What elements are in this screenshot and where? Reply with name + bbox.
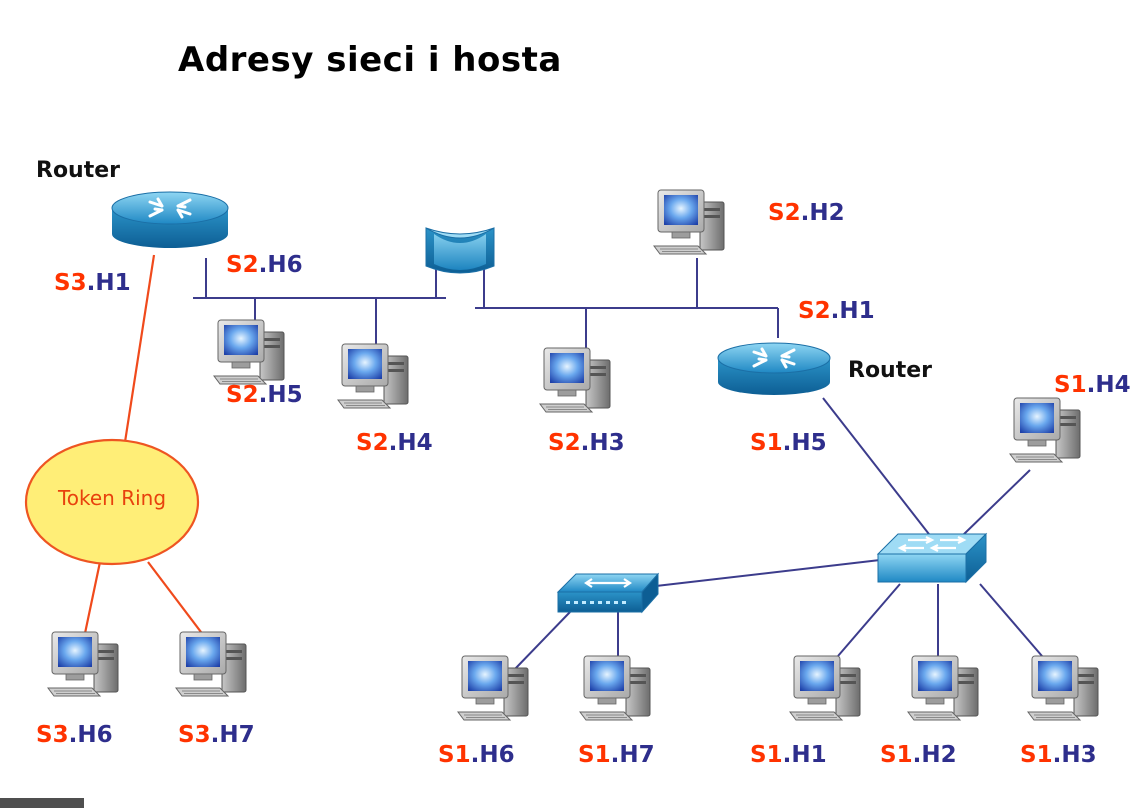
computer-icon xyxy=(579,655,651,721)
computer-icon xyxy=(539,347,611,413)
address-s2-h5: S2.H5 xyxy=(226,382,303,408)
hub-icon xyxy=(556,572,660,614)
router-icon xyxy=(717,342,831,395)
address-s1-h3: S1.H3 xyxy=(1020,742,1097,768)
page-title: Adresy sieci i hosta xyxy=(178,40,562,80)
router-label: Router xyxy=(36,158,121,183)
s2-ethernet-links xyxy=(193,258,779,348)
computer-icon xyxy=(1009,397,1081,463)
computer-icon xyxy=(653,189,725,255)
link-router-to-token-ring xyxy=(123,254,156,443)
bridge-icon xyxy=(425,227,495,274)
computer-icon xyxy=(907,655,979,721)
address-s2-h6: S2.H6 xyxy=(226,252,303,278)
address-s1-h2: S1.H2 xyxy=(880,742,957,768)
address-s3-h7: S3.H7 xyxy=(178,722,255,748)
computer-icon xyxy=(175,631,247,697)
router-label: Router xyxy=(848,358,933,383)
router-icon xyxy=(111,191,229,248)
link-token-ring-to-s3-h6 xyxy=(82,561,102,639)
address-s1-h1: S1.H1 xyxy=(750,742,827,768)
address-s3-h1: S3.H1 xyxy=(54,270,131,296)
computer-icon xyxy=(213,319,285,385)
address-s2-h1: S2.H1 xyxy=(798,298,875,324)
address-s2-h2: S2.H2 xyxy=(768,200,845,226)
address-s1-h7: S1.H7 xyxy=(578,742,655,768)
address-s2-h4: S2.H4 xyxy=(356,430,433,456)
address-s1-h4: S1.H4 xyxy=(1054,372,1131,398)
switch-icon xyxy=(876,532,988,584)
s1-ethernet-links xyxy=(513,397,1043,671)
computer-icon xyxy=(789,655,861,721)
address-s3-h6: S3.H6 xyxy=(36,722,113,748)
slide-footer-tab xyxy=(0,798,84,808)
address-s2-h3: S2.H3 xyxy=(548,430,625,456)
address-s1-h6: S1.H6 xyxy=(438,742,515,768)
token-ring-label: Token Ring xyxy=(57,486,167,510)
computer-icon xyxy=(47,631,119,697)
token-ring xyxy=(24,438,200,566)
address-s1-h5: S1.H5 xyxy=(750,430,827,456)
link-token-ring-to-s3-h7 xyxy=(147,561,205,637)
computer-icon xyxy=(337,343,409,409)
token-ring-links xyxy=(82,254,205,639)
computer-icon xyxy=(1027,655,1099,721)
